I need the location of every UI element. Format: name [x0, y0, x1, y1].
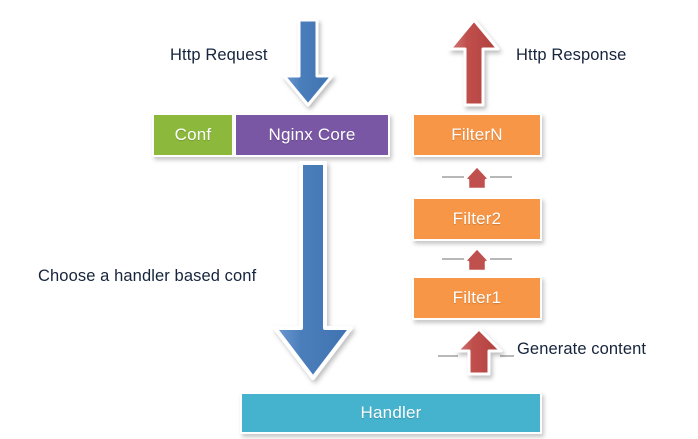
- arrow-http-response-up: [448, 18, 500, 108]
- box-handler[interactable]: Handler: [240, 392, 542, 434]
- label-choose-handler: Choose a handler based conf: [38, 267, 257, 285]
- label-http-request: Http Request: [170, 46, 268, 64]
- box-filter-n[interactable]: FilterN: [412, 113, 542, 157]
- box-conf[interactable]: Conf: [152, 113, 234, 157]
- connector-stub-left-filter2: [442, 176, 464, 178]
- box-nginx-core[interactable]: Nginx Core: [234, 113, 390, 157]
- connector-stub-right-generate: [500, 355, 514, 357]
- box-filter-1[interactable]: Filter1: [412, 276, 542, 320]
- arrow-http-request-down: [282, 18, 334, 108]
- connector-stub-left-generate: [438, 355, 458, 357]
- connector-stub-right-filter1: [490, 258, 512, 260]
- arrow-filter2-to-filtern: [462, 164, 492, 192]
- arrow-handler-to-filter1: [453, 327, 505, 377]
- label-generate-content: Generate content: [517, 340, 647, 358]
- arrow-filter1-to-filter2: [462, 246, 492, 274]
- connector-stub-left-filter1: [442, 258, 464, 260]
- box-filter-2[interactable]: Filter2: [412, 197, 542, 241]
- arrow-core-to-handler: [270, 160, 356, 382]
- label-http-response: Http Response: [516, 46, 627, 64]
- connector-stub-right-filter2: [490, 176, 512, 178]
